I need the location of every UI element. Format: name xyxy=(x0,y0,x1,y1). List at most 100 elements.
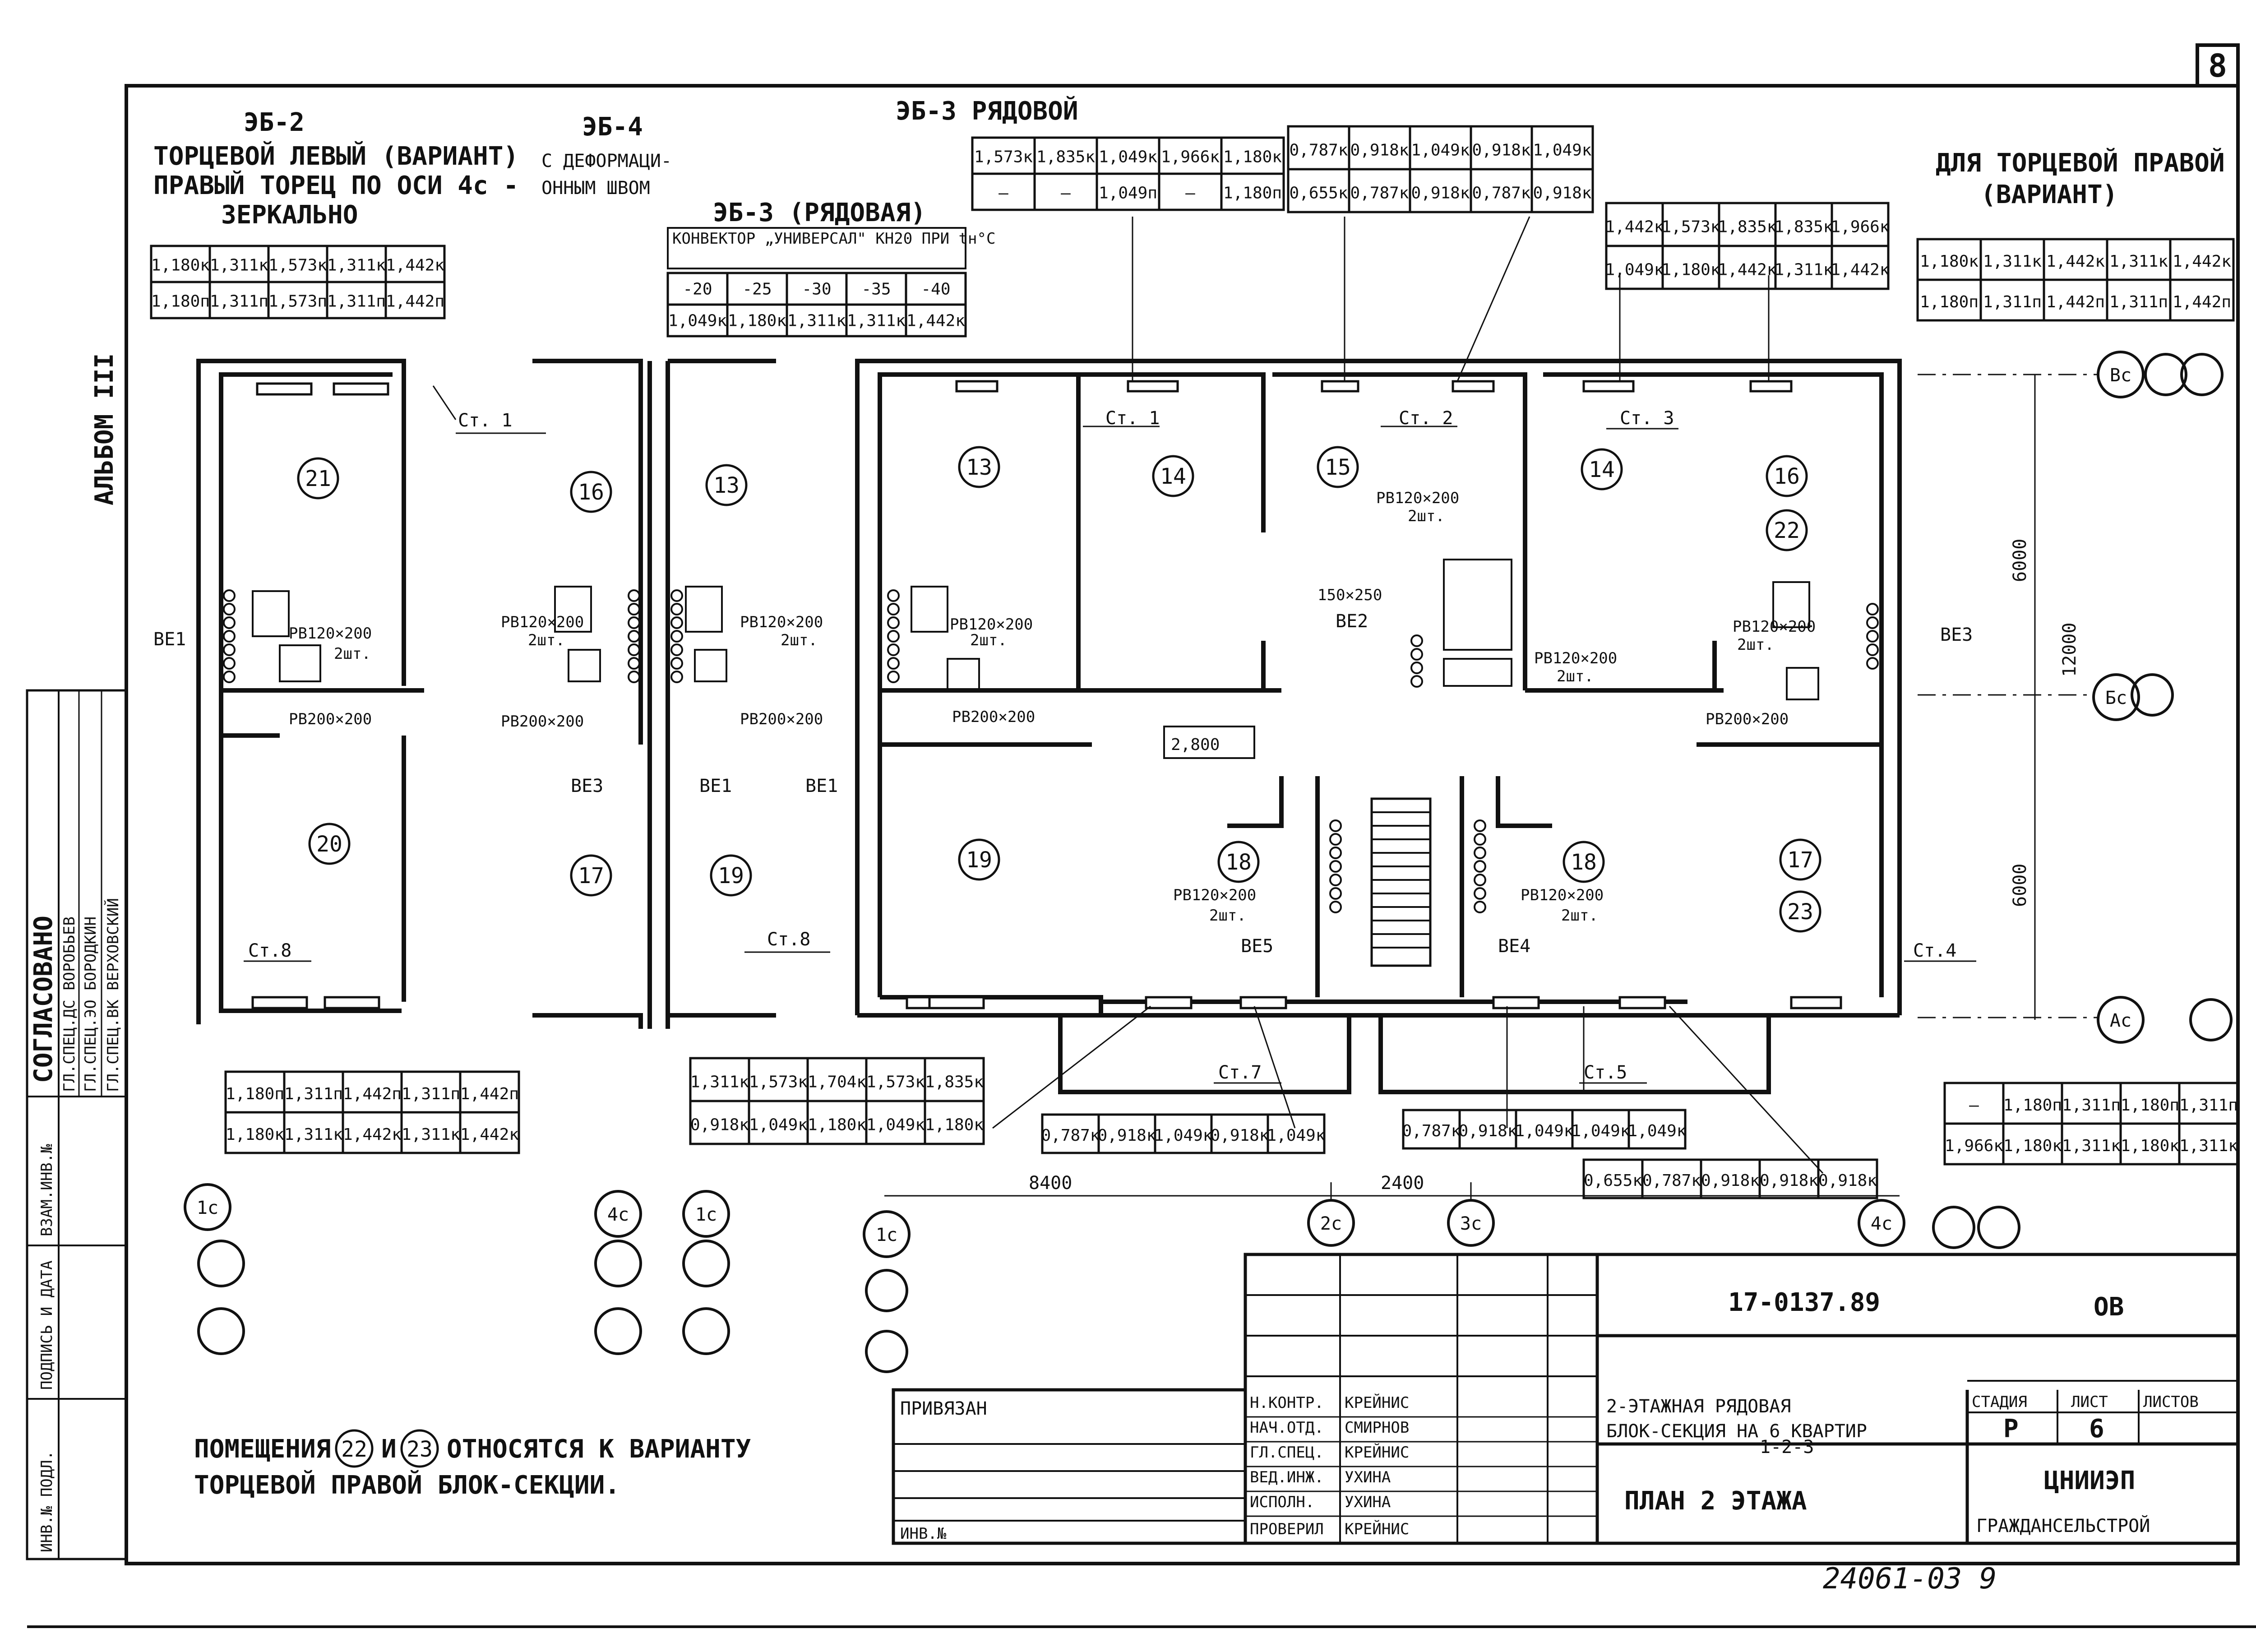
room-21: 21 xyxy=(297,457,339,500)
table-value: — xyxy=(1061,184,1071,202)
table-value: 1,442к xyxy=(460,1125,519,1144)
rb-15-1: РВ120×200 xyxy=(1376,489,1459,507)
role-1: Н.КОНТР. xyxy=(1250,1394,1324,1412)
org-1: ЦНИИЭП xyxy=(2044,1466,2135,1495)
eb2-title: ЭБ-2 xyxy=(244,108,305,137)
rb-left-2: 2шт. xyxy=(334,645,371,663)
dim-6000a: 6000 xyxy=(2010,539,2030,582)
table-value: 1,442к xyxy=(1831,261,1889,279)
table-value: 0,787к xyxy=(1350,184,1409,203)
room-17: 17 xyxy=(1779,838,1821,881)
drawing-number: 24061-03 9 xyxy=(1823,1562,1997,1596)
table-value: 1,311п xyxy=(284,1085,343,1103)
album-label: АЛЬБОМ III xyxy=(90,353,119,505)
table-value: 1,442к xyxy=(2173,252,2231,271)
table-value: 1,049к xyxy=(1411,141,1470,160)
table-value: 1,049к xyxy=(1571,1122,1630,1140)
table-cell xyxy=(1220,172,1285,211)
radiators xyxy=(251,380,1842,1009)
table-value: 1,704к xyxy=(808,1073,866,1092)
name-1: КРЕЙНИС xyxy=(1345,1393,1409,1412)
table-value: 0,918к xyxy=(1472,141,1530,160)
table-value: 0,787к xyxy=(1642,1171,1701,1190)
room-18: 18 xyxy=(1563,841,1605,883)
table-value: 0,787к xyxy=(1041,1126,1100,1145)
table-value: 1,835к xyxy=(1036,148,1095,166)
riser-st4: Ст.4 xyxy=(1913,940,1956,961)
room-number: 14 xyxy=(1589,457,1615,482)
eb2-note-1: ТОРЦЕВОЙ ЛЕВЫЙ (ВАРИАНТ) xyxy=(153,141,518,171)
table-value: 1,442к xyxy=(343,1125,402,1144)
axis-label: Бс xyxy=(2105,688,2127,708)
rb-18b-2: 2шт. xyxy=(1561,907,1598,925)
room-16: 16 xyxy=(1766,455,1808,497)
rb-15-4: 2шт. xyxy=(1557,667,1594,685)
room-19: 19 xyxy=(958,838,1000,881)
riser-st2: Ст. 2 xyxy=(1399,408,1453,429)
eb2-note-2: ПРАВЫЙ ТОРЕЦ ПО ОСИ 4с - xyxy=(153,171,518,200)
table-value: 1,835к xyxy=(925,1073,984,1092)
room-number: 15 xyxy=(1325,455,1351,480)
rb-13-big: РВ200×200 xyxy=(740,710,823,728)
role-5: ИСПОЛН. xyxy=(1250,1493,1314,1511)
table-cell xyxy=(1267,1113,1326,1154)
axis-label: 3с xyxy=(1460,1213,1482,1234)
table-value: 0,918к xyxy=(1760,1171,1818,1190)
table-value: — xyxy=(1969,1096,1979,1115)
table-value: 1,180к xyxy=(925,1116,984,1134)
table-value: 1,311к xyxy=(690,1073,749,1092)
sheet-label: ЛИСТ xyxy=(2071,1393,2108,1411)
room-number: 18 xyxy=(1571,850,1597,875)
doc-code: 17-0137.89 xyxy=(1728,1288,1880,1317)
footnote-2: И xyxy=(381,1435,397,1464)
rb-seam-big: РВ200×200 xyxy=(501,713,584,731)
rb-right-big: РВ200×200 xyxy=(1706,710,1789,728)
ve1-main: ВЕ1 xyxy=(805,776,838,796)
dim-6000b: 6000 xyxy=(2010,864,2030,907)
table-value: 1,049к xyxy=(668,312,727,330)
table-value: -35 xyxy=(861,280,891,299)
table-value: 1,180к xyxy=(151,256,210,274)
rb-seam-2: 2шт. xyxy=(528,631,565,649)
room-22: 22 xyxy=(1766,509,1808,551)
room-13: 13 xyxy=(705,464,748,506)
rb-13-1: РВ120×200 xyxy=(740,613,823,631)
table-value: — xyxy=(999,184,1008,202)
table-value: 1,180к xyxy=(1223,148,1282,166)
ve1-left: ВЕ1 xyxy=(153,629,186,650)
table-value: 1,311п xyxy=(210,292,268,310)
ve4: ВЕ4 xyxy=(1498,936,1530,957)
dimensions: 8400 2400 6000 12000 6000 xyxy=(884,374,2098,1218)
table-value: 1,311п xyxy=(1983,293,2042,311)
table-value: 1,311к xyxy=(847,312,906,330)
table-value: 1,180к xyxy=(1920,252,1979,271)
eb4-note-1: С ДЕФОРМАЦИ- xyxy=(541,151,672,171)
riser-st8-a: Ст.8 xyxy=(248,940,291,961)
sheet-number-box xyxy=(2196,43,2240,88)
rb-15-2: 2шт. xyxy=(1408,507,1445,525)
bound-label: ПРИВЯЗАН xyxy=(900,1398,987,1419)
org-2: ГРАЖДАНСЕЛЬСТРОЙ xyxy=(1976,1515,2150,1536)
table-value: 1,049п xyxy=(1099,184,1157,202)
dim-2400: 2400 xyxy=(1381,1173,1424,1194)
axis-label: 1с xyxy=(876,1225,897,1245)
table-value: 0,787к xyxy=(1289,141,1348,160)
agreed-row-1: ГЛ.СПЕЦ.ДС ВОРОБЬЕВ xyxy=(60,916,79,1092)
table-value: 1,311к xyxy=(210,256,268,274)
room-number: 20 xyxy=(316,832,342,857)
table-value: 1,442к xyxy=(1605,218,1664,236)
ve2: ВЕ2 xyxy=(1336,611,1368,632)
ve3-right: ВЕ3 xyxy=(1940,625,1973,645)
eb4-note-2: ОННЫМ ШВОМ xyxy=(541,178,650,199)
room-number: 17 xyxy=(578,863,604,888)
table-value: 0,787к xyxy=(1402,1122,1461,1140)
axis-1с: 1с xyxy=(682,1190,730,1238)
table-value: -25 xyxy=(742,280,772,299)
eb4-title: ЭБ-4 xyxy=(582,112,643,142)
riser-st1-a: Ст. 1 xyxy=(458,410,512,431)
